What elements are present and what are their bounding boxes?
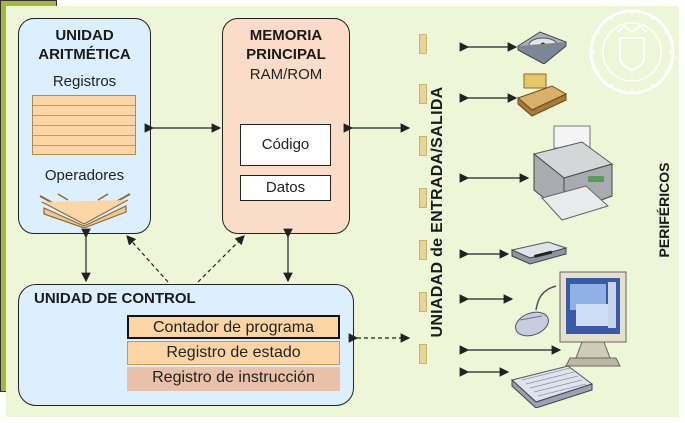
tape-drive-icon (510, 241, 568, 265)
hard-disk-icon (517, 31, 567, 64)
register-stack (32, 95, 136, 155)
memory-type-label: RAM/ROM (249, 66, 323, 83)
io-slot (419, 240, 427, 260)
operators-icon (39, 193, 131, 228)
operators-label: Operadores (44, 167, 125, 184)
io-slot (419, 188, 427, 208)
control-alu-signal (126, 235, 169, 283)
printer-icon (532, 125, 614, 221)
arithmetic-unit-title: UNIDAD ARITMÉTICA (38, 27, 131, 63)
monitor-icon (559, 271, 627, 367)
io-slot (419, 34, 427, 54)
keyboard-icon (510, 365, 594, 408)
io-slot (419, 84, 427, 104)
instruction-register: Registro de instrucción (127, 367, 340, 391)
io-slot (419, 292, 427, 312)
io-slot (419, 136, 427, 156)
registers-label: Registros (52, 73, 117, 90)
program-counter-register: Contador de programa (127, 315, 340, 339)
io-slot (419, 344, 427, 364)
mouse-icon (515, 285, 557, 337)
card-reader-icon (517, 73, 568, 117)
code-segment: Código (240, 124, 331, 166)
control-memory-signal (197, 235, 245, 283)
university-seal-icon (589, 9, 675, 95)
data-segment: Datos (240, 175, 331, 201)
peripherals-label: PERIFÉRICOS (656, 162, 672, 258)
main-memory-title: MEMORIA PRINCIPAL (246, 27, 326, 63)
status-register: Registro de estado (127, 341, 340, 365)
control-unit-title: UNIDAD DE CONTROL (34, 290, 196, 307)
